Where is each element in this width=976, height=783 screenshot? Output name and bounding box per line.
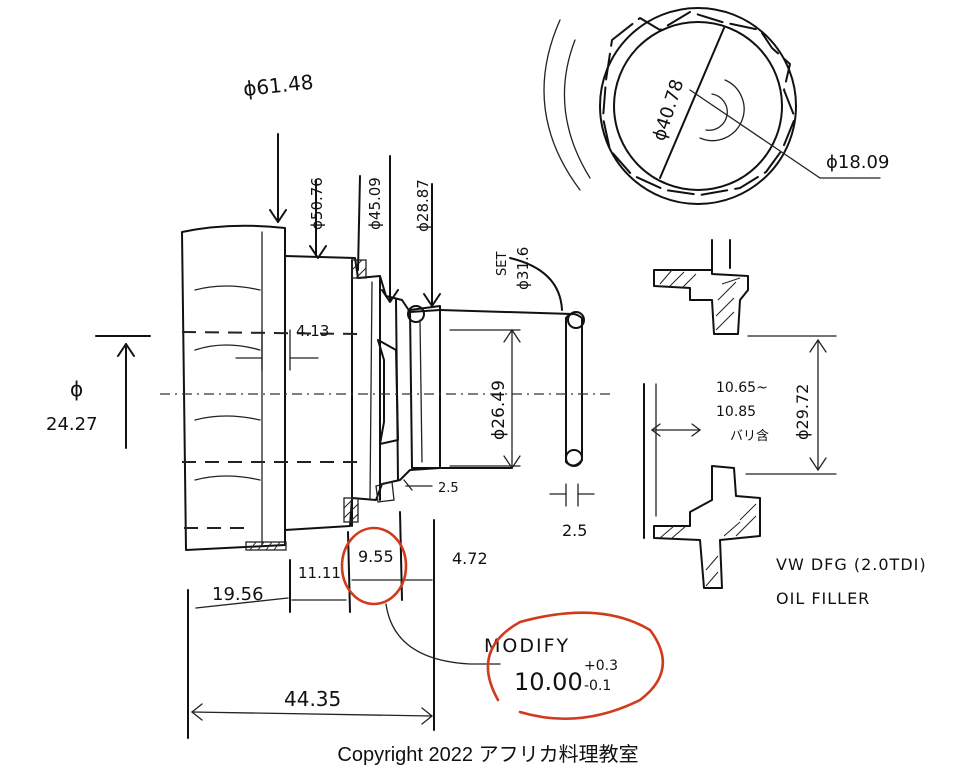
dim-set-label: SET (495, 252, 510, 276)
modify-title: MODIFY (484, 635, 570, 657)
dim-11-11: 11.11 (298, 564, 341, 582)
modify-tolerance-minus: -0.1 (584, 678, 611, 694)
dim-bore-value: 24.27 (46, 414, 98, 435)
dim-diameter-28: ϕ28.87 (414, 179, 432, 232)
dim-set-value: ϕ31.6 (514, 247, 532, 290)
dim-19-56: 19.56 (212, 584, 264, 605)
dim-diameter-18: ϕ18.09 (826, 152, 889, 173)
dim-9-55: 9.55 (358, 547, 394, 566)
dim-range-3: バリ含 (730, 428, 769, 444)
dim-44-35: 44.35 (284, 687, 341, 711)
dim-range-2: 10.85 (716, 404, 756, 420)
modify-highlight (486, 611, 665, 720)
dim-diameter-29: ϕ29.72 (793, 384, 812, 440)
modify-value: 10.00 (514, 668, 583, 696)
dim-diameter-26: ϕ26.49 (489, 380, 509, 440)
dim-diameter-40: ϕ40.78 (649, 77, 689, 144)
modify-tolerance-plus: +0.3 (584, 658, 618, 674)
side-view: 4.13 ϕ 24.27 ϕ26.49 2.5 2.5 ϕ61.48 ϕ50.7… (46, 70, 610, 551)
highlight-circle (340, 526, 408, 606)
dim-diameter-45: ϕ45.09 (366, 177, 384, 230)
dim-4-72: 4.72 (452, 549, 488, 568)
section-detail: 10.65~ 10.85 バリ含 ϕ29.72 (643, 239, 837, 589)
copyright-caption: Copyright 2022 アフリカ料理教室 (337, 744, 639, 766)
note-part: OIL FILLER (776, 589, 870, 608)
dim-2-5-upper: 2.5 (438, 481, 459, 496)
dim-diameter-50: ϕ50.76 (308, 177, 326, 230)
end-view: ϕ40.78 ϕ18.09 (543, 7, 889, 205)
length-dimensions: 19.56 11.11 9.55 4.72 44.35 (187, 511, 501, 739)
dim-2-5-lower: 2.5 (562, 521, 587, 540)
part-notes: VW DFG (2.0TDI) OIL FILLER (776, 555, 927, 608)
dim-4-13: 4.13 (296, 322, 329, 340)
dim-bore-symbol: ϕ (70, 377, 83, 401)
note-model: VW DFG (2.0TDI) (776, 555, 927, 574)
modify-note: MODIFY 10.00 +0.3 -0.1 (484, 611, 665, 720)
dim-range-1: 10.65~ (716, 380, 768, 396)
dim-outer-diameter: ϕ61.48 (242, 70, 315, 101)
